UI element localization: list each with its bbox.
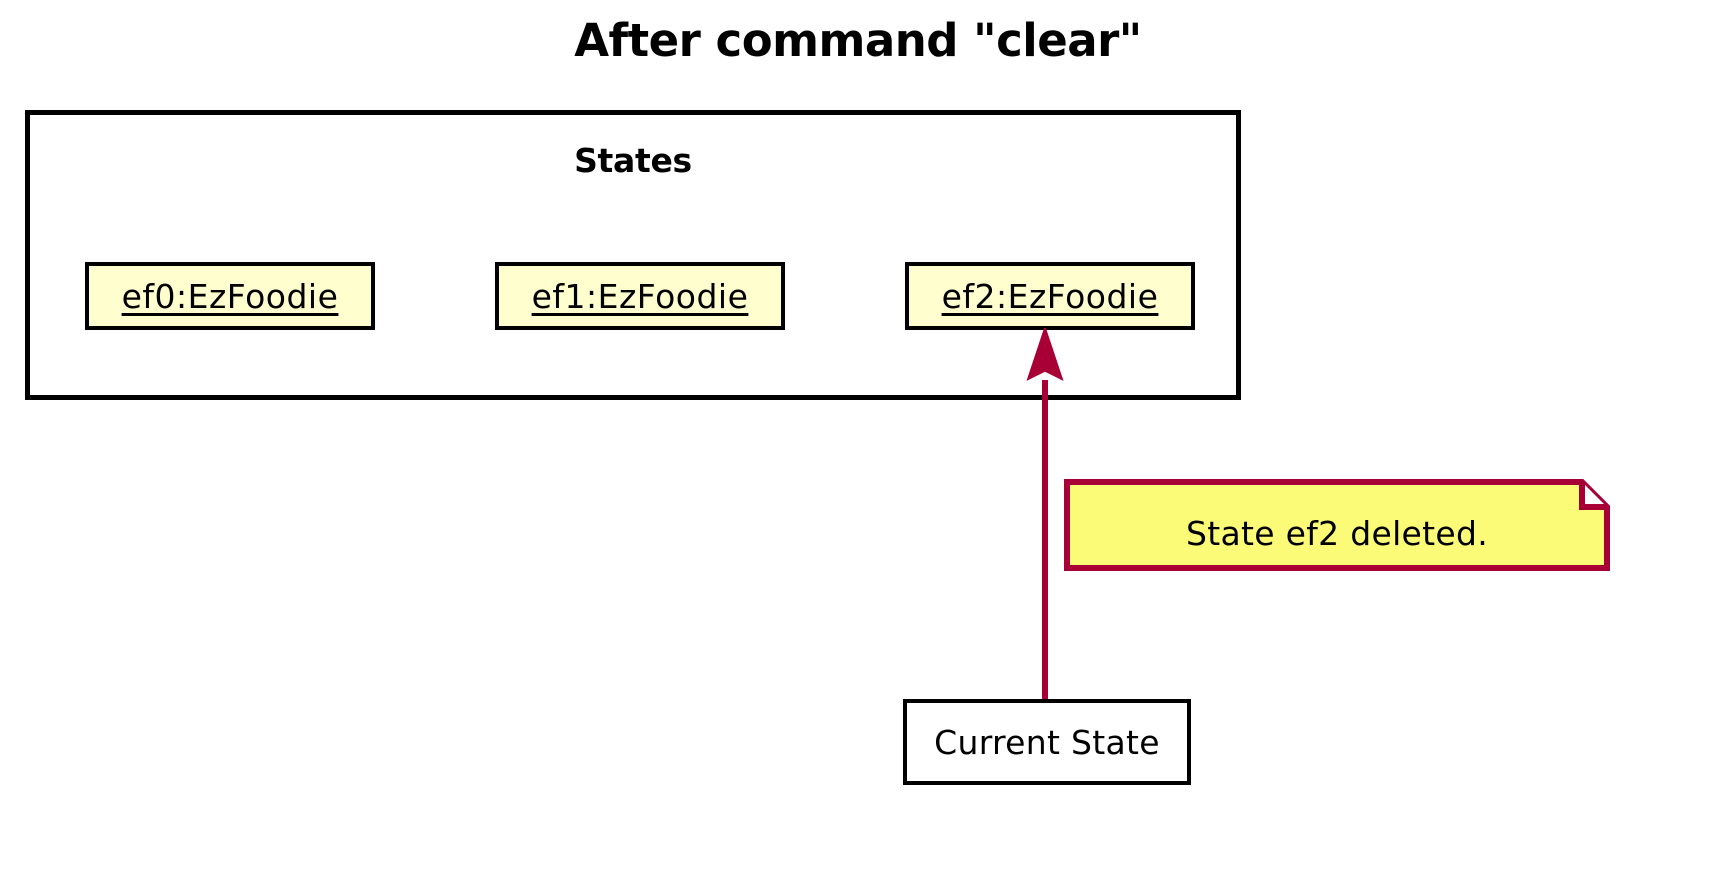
object-box-ef2-label: ef2:EzFoodie	[941, 276, 1159, 316]
note-text: State ef2 deleted.	[1185, 513, 1489, 553]
object-box-ef0-label: ef0:EzFoodie	[121, 276, 339, 316]
note-state-deleted: State ef2 deleted.	[1064, 479, 1610, 571]
object-box-ef2[interactable]: ef2:EzFoodie	[905, 262, 1195, 330]
object-box-ef0[interactable]: ef0:EzFoodie	[85, 262, 375, 330]
note-shape	[1064, 479, 1610, 571]
note-body	[1064, 479, 1610, 571]
note-fold-icon	[1579, 482, 1607, 510]
object-box-ef1[interactable]: ef1:EzFoodie	[495, 262, 785, 330]
page-title: After command "clear"	[574, 14, 1142, 67]
states-package: States	[25, 110, 1241, 400]
states-package-label: States	[574, 141, 692, 180]
current-state-box[interactable]: Current State	[903, 699, 1191, 785]
object-box-ef1-label: ef1:EzFoodie	[531, 276, 749, 316]
current-state-label: Current State	[934, 722, 1160, 762]
